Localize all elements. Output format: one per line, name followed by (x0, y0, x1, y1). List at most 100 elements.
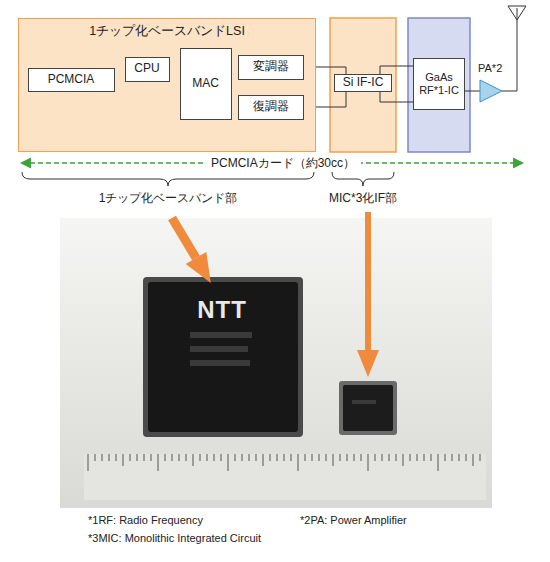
ruler-tick (123, 454, 124, 466)
ruler-tick (312, 454, 313, 461)
chip-pins (143, 277, 303, 437)
ruler-tick (375, 454, 376, 461)
if-band (330, 18, 396, 152)
ruler-tick (445, 454, 446, 461)
block-label: 復調器 (253, 100, 289, 114)
antenna-symbol (508, 6, 526, 20)
ruler-tick (417, 454, 418, 461)
ruler-tick (193, 454, 194, 466)
antenna-wire (502, 8, 517, 91)
footnote: *1RF: Radio Frequency (88, 514, 203, 526)
block-label: 変調器 (253, 60, 289, 74)
amplifier-symbol (480, 80, 502, 102)
block-label: 1チップ化ベースバンドLSI (89, 24, 245, 38)
ruler-tick (459, 454, 460, 461)
ruler-tick (333, 454, 334, 466)
signal-line (380, 92, 413, 102)
ruler-tick (158, 454, 159, 471)
amplifier-triangle (480, 80, 502, 102)
pointer-arrow (365, 212, 371, 352)
block-label: PA*2 (478, 62, 502, 75)
ruler-tick (473, 454, 474, 466)
block-box: CPU (125, 57, 170, 82)
ruler-tick (326, 454, 327, 461)
ruler-tick (130, 454, 131, 461)
ruler-tick (200, 454, 201, 461)
part-label: 1チップ化ベースバンド部 (99, 190, 238, 207)
block-box: 変調器 (238, 55, 304, 80)
block-box: PCMCIA (28, 68, 115, 92)
ruler-ticks (88, 454, 480, 471)
pointer-arrow-head (186, 252, 211, 283)
brace (22, 172, 314, 186)
chip-marking (190, 332, 252, 338)
ruler-tick (403, 454, 404, 466)
block-label: MAC (192, 77, 219, 91)
lsi-box: 1チップ化ベースバンドLSI PCMCIA CPU MAC 変調器復調器 (18, 18, 316, 152)
ruler-tick (396, 454, 397, 461)
ruler-tick (277, 454, 278, 461)
ruler-tick (431, 454, 432, 461)
ruler-tick (144, 454, 145, 461)
ruler-tick (95, 454, 96, 461)
chip-marking (352, 400, 376, 404)
chip-marking (190, 346, 248, 352)
part-label: MIC*3化IF部 (329, 190, 397, 207)
ruler-tick (354, 454, 355, 461)
block-label: PCMCIA (48, 73, 95, 87)
ruler-tick (88, 454, 89, 471)
ic-box: Si IF-IC (334, 74, 392, 92)
ruler-tick (186, 454, 187, 461)
ruler-tick (410, 454, 411, 461)
ruler-tick (249, 454, 250, 461)
ruler-tick (466, 454, 467, 461)
ruler-tick (480, 454, 481, 461)
ruler-tick (214, 454, 215, 461)
ruler-tick (242, 454, 243, 461)
photo-background (60, 218, 492, 508)
ic-box: GaAs RF*1-IC (413, 58, 465, 110)
signal-line (465, 91, 480, 92)
ruler-tick (382, 454, 383, 461)
ruler-tick (102, 454, 103, 461)
block-label: GaAs RF*1-IC (414, 71, 464, 96)
ruler-tick (305, 454, 306, 461)
block-label: CPU (134, 62, 159, 76)
brace (332, 172, 394, 186)
ruler-tick (256, 454, 257, 461)
pointer-arrow (172, 218, 196, 258)
ruler-tick (172, 454, 173, 461)
chip-marking (190, 360, 250, 366)
baseband-chip (148, 282, 298, 432)
ruler-tick (235, 454, 236, 461)
ruler-tick (221, 454, 222, 461)
ruler-tick (319, 454, 320, 461)
ruler-tick (291, 454, 292, 461)
block-label: Si IF-IC (343, 76, 384, 90)
ruler-tick (284, 454, 285, 461)
ruler-tick (452, 454, 453, 461)
span-label: PCMCIAカード（約30cc） (205, 155, 361, 172)
ruler-tick (207, 454, 208, 461)
ruler-tick (389, 454, 390, 461)
ruler-tick (151, 454, 152, 461)
block-box: 復調器 (238, 95, 304, 120)
ruler-tick (438, 454, 439, 471)
ruler-tick (270, 454, 271, 461)
ruler-tick (179, 454, 180, 461)
ruler-tick (340, 454, 341, 461)
ruler-tick (109, 454, 110, 461)
ruler-tick (347, 454, 348, 461)
ruler-tick (165, 454, 166, 461)
ruler-tick (263, 454, 264, 466)
chip-pins (339, 381, 397, 435)
ruler-tick (228, 454, 229, 471)
block-box: MAC (180, 48, 232, 120)
footnote: *3MIC: Monolithic Integrated Circuit (88, 532, 261, 544)
ruler-tick (361, 454, 362, 461)
rf-band (408, 18, 470, 152)
signal-line (380, 66, 413, 74)
ruler-tick (424, 454, 425, 461)
ruler-tick (137, 454, 138, 461)
